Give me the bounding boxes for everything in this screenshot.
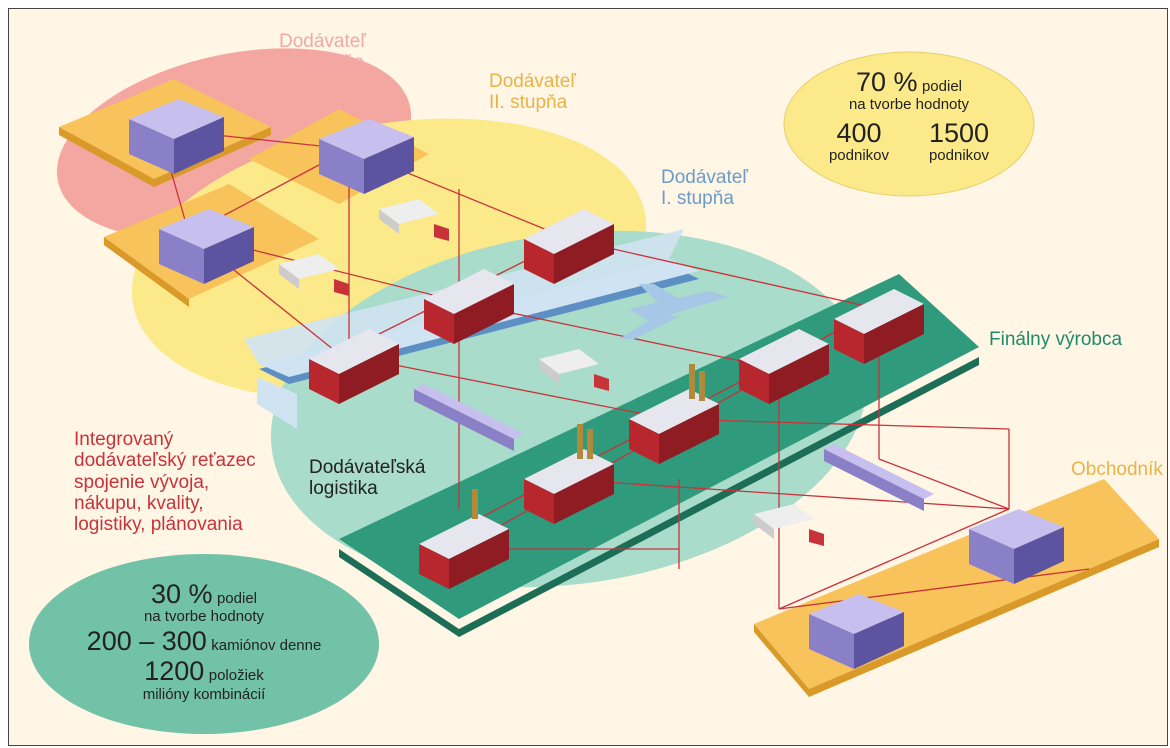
green-combos: milióny kombinácií [142, 685, 266, 703]
factory-icon [419, 514, 509, 589]
tier2-label-line2: II. stupňa [489, 92, 568, 114]
tier1-label-line1: Dodávateľ [661, 167, 748, 188]
yellow-pct-word: podiel [921, 78, 963, 95]
green-items-label: položiek [208, 667, 264, 685]
warehouse-icon [129, 99, 224, 174]
supply-chain-illustration [29, 48, 1159, 734]
retail-label: Obchodník [1071, 459, 1163, 480]
integrated-line: spojenie vývoja, [74, 471, 210, 493]
factory-icon [424, 269, 514, 344]
chimneys [472, 364, 705, 519]
integrated-chain-label: Integrovaný dodávateľský reťazec spojeni… [74, 429, 256, 535]
final-producer-label: Finálny výrobca [989, 329, 1123, 350]
green-range: 200 – 300 [86, 626, 207, 657]
logistics-label-line1: Dodávateľská [309, 457, 426, 478]
integrated-line: Integrovaný [74, 429, 174, 450]
factory-icon [309, 329, 399, 404]
tier2-label: Dodávateľ II. stupňa [489, 71, 576, 114]
green-range-label: kamiónov denne [211, 637, 322, 655]
warehouse-icon [319, 119, 414, 194]
yellow-stats: 70 % podiel na tvorbe hodnoty 400 podnik… [809, 67, 1009, 165]
warehouse-icon [969, 509, 1064, 584]
integrated-line: logistiky, plánovania [74, 514, 243, 536]
airplane-icon [619, 284, 729, 339]
tier3-label-line1: Dodávateľ [279, 31, 366, 52]
warehouse-icon [809, 594, 904, 669]
tier1-label-line2: I. stupňa [661, 188, 734, 210]
green-pct-word: podiel [216, 590, 258, 607]
yellow-pct: 70 % [855, 67, 918, 97]
train-icon [414, 384, 524, 451]
diagram-frame: Dodávateľ III. stupňa Dodávateľ II. stup… [8, 8, 1168, 746]
truck-icon [539, 349, 609, 391]
factory-icon [629, 389, 719, 464]
green-items: 1200 [144, 656, 205, 687]
green-pct-line2: na tvorbe hodnoty [143, 608, 265, 626]
retail-platform [754, 479, 1159, 697]
yellow-stats-ellipse [783, 51, 1035, 197]
tier1-label: Dodávateľ I. stupňa [661, 167, 748, 210]
warehouse-icon [159, 209, 254, 284]
logistics-label: Dodávateľská logistika [309, 457, 425, 500]
factory-icon [524, 209, 614, 284]
tier3-label-line2: III. stupňa [280, 52, 365, 74]
factory-icon [524, 449, 614, 524]
factory-icon [834, 289, 924, 364]
yellow-pct-line2: na tvorbe hodnoty [848, 96, 970, 114]
truck-icon [379, 199, 449, 241]
integrated-line: dodávateľský reťazec [74, 450, 256, 472]
train-icon [824, 444, 934, 511]
green-stats-ellipse [29, 554, 379, 734]
logistics-label-line2: logistika [309, 478, 378, 500]
truck-icon [754, 504, 824, 546]
tier2-label-line1: Dodávateľ [489, 71, 576, 92]
green-stats: 30 % podiel na tvorbe hodnoty 200 – 300 … [49, 579, 359, 703]
factory-icon [739, 329, 829, 404]
yellow-n2: 1500 [928, 118, 990, 149]
yellow-n2-label: podnikov [928, 147, 990, 165]
integrated-line: nákupu, kvality, [74, 492, 204, 514]
truck-icon [279, 254, 349, 296]
green-pct: 30 % [150, 579, 213, 609]
yellow-n1: 400 [836, 118, 882, 149]
yellow-n1-label: podnikov [828, 147, 890, 165]
tier3-label: Dodávateľ III. stupňa [279, 31, 366, 74]
